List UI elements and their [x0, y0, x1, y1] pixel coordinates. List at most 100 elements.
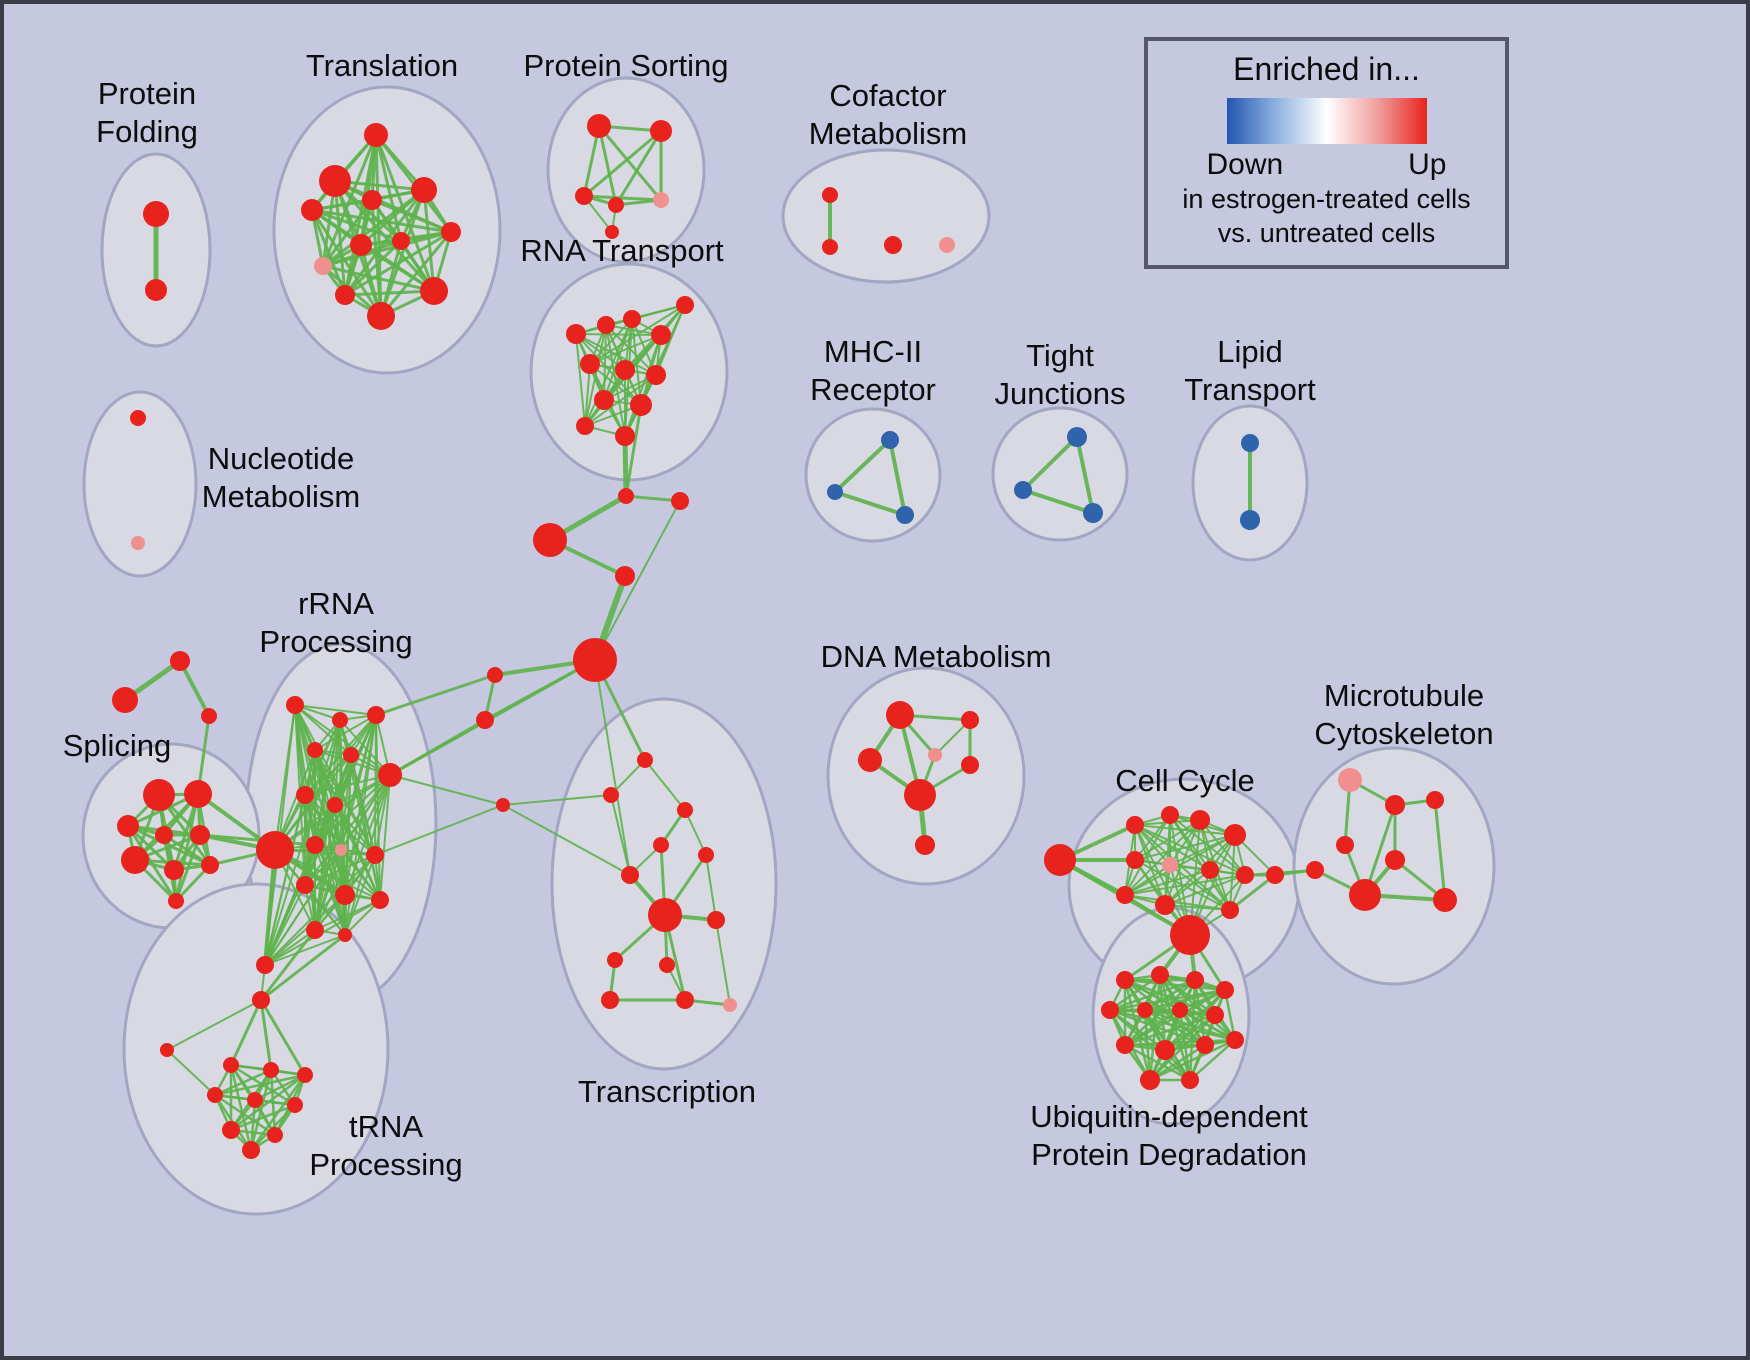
- gene-set-node-86[interactable]: [698, 847, 714, 863]
- gene-set-node-87[interactable]: [648, 898, 682, 932]
- gene-set-node-52[interactable]: [286, 696, 304, 714]
- gene-set-node-123[interactable]: [1116, 971, 1134, 989]
- gene-set-node-124[interactable]: [1151, 966, 1169, 984]
- gene-set-node-77[interactable]: [287, 1097, 303, 1113]
- gene-set-node-35[interactable]: [615, 566, 635, 586]
- gene-set-node-2[interactable]: [364, 123, 388, 147]
- gene-set-node-111[interactable]: [1155, 895, 1175, 915]
- gene-set-node-132[interactable]: [1155, 1040, 1175, 1060]
- gene-set-node-147[interactable]: [1241, 434, 1259, 452]
- gene-set-node-95[interactable]: [961, 711, 979, 729]
- gene-set-node-51[interactable]: [168, 893, 184, 909]
- gene-set-node-13[interactable]: [335, 285, 355, 305]
- gene-set-node-85[interactable]: [621, 866, 639, 884]
- gene-set-node-44[interactable]: [184, 780, 212, 808]
- gene-set-node-19[interactable]: [605, 225, 619, 239]
- gene-set-node-41[interactable]: [112, 687, 138, 713]
- gene-set-node-131[interactable]: [1116, 1036, 1134, 1054]
- gene-set-node-110[interactable]: [1116, 886, 1134, 904]
- gene-set-node-99[interactable]: [904, 779, 936, 811]
- gene-set-node-119[interactable]: [1349, 879, 1381, 911]
- gene-set-node-53[interactable]: [332, 712, 348, 728]
- gene-set-node-76[interactable]: [247, 1092, 263, 1108]
- gene-set-node-75[interactable]: [207, 1087, 223, 1103]
- gene-set-node-72[interactable]: [223, 1057, 239, 1073]
- gene-set-node-59[interactable]: [327, 797, 343, 813]
- gene-set-node-16[interactable]: [575, 187, 593, 205]
- gene-set-node-0[interactable]: [143, 201, 169, 227]
- gene-set-node-71[interactable]: [160, 1043, 174, 1057]
- gene-set-node-112[interactable]: [1170, 915, 1210, 955]
- gene-set-node-88[interactable]: [707, 911, 725, 929]
- gene-set-node-144[interactable]: [1067, 427, 1087, 447]
- gene-set-node-64[interactable]: [296, 876, 314, 894]
- gene-set-node-116[interactable]: [1385, 795, 1405, 815]
- gene-set-node-18[interactable]: [653, 192, 669, 208]
- gene-set-node-68[interactable]: [338, 928, 352, 942]
- gene-set-node-31[interactable]: [615, 426, 635, 446]
- gene-set-node-105[interactable]: [1224, 824, 1246, 846]
- gene-set-node-139[interactable]: [884, 236, 902, 254]
- gene-set-node-106[interactable]: [1126, 851, 1144, 869]
- gene-set-node-82[interactable]: [603, 787, 619, 803]
- gene-set-node-40[interactable]: [170, 651, 190, 671]
- gene-set-node-92[interactable]: [676, 991, 694, 1009]
- gene-set-node-120[interactable]: [1433, 888, 1457, 912]
- gene-set-node-50[interactable]: [201, 856, 219, 874]
- gene-set-node-67[interactable]: [306, 921, 324, 939]
- gene-set-node-94[interactable]: [886, 701, 914, 729]
- gene-set-node-78[interactable]: [222, 1121, 240, 1139]
- gene-set-node-142[interactable]: [827, 484, 843, 500]
- gene-set-node-93[interactable]: [723, 998, 737, 1012]
- gene-set-node-107[interactable]: [1162, 857, 1178, 873]
- gene-set-node-60[interactable]: [256, 831, 294, 869]
- gene-set-node-48[interactable]: [121, 846, 149, 874]
- gene-set-node-9[interactable]: [350, 234, 372, 256]
- gene-set-node-100[interactable]: [915, 835, 935, 855]
- gene-set-node-74[interactable]: [297, 1067, 313, 1083]
- gene-set-node-81[interactable]: [637, 752, 653, 768]
- gene-set-node-4[interactable]: [301, 199, 323, 221]
- gene-set-node-98[interactable]: [961, 756, 979, 774]
- gene-set-node-122[interactable]: [1426, 791, 1444, 809]
- gene-set-node-137[interactable]: [822, 187, 838, 203]
- gene-set-node-12[interactable]: [367, 302, 395, 330]
- gene-set-node-42[interactable]: [201, 708, 217, 724]
- gene-set-node-70[interactable]: [252, 991, 270, 1009]
- gene-set-node-49[interactable]: [164, 860, 184, 880]
- gene-set-node-121[interactable]: [1306, 861, 1324, 879]
- gene-set-node-39[interactable]: [496, 798, 510, 812]
- gene-set-node-109[interactable]: [1236, 866, 1254, 884]
- gene-set-node-65[interactable]: [335, 885, 355, 905]
- gene-set-node-104[interactable]: [1190, 810, 1210, 830]
- gene-set-node-1[interactable]: [145, 279, 167, 301]
- gene-set-node-34[interactable]: [533, 523, 567, 557]
- gene-set-node-138[interactable]: [822, 239, 838, 255]
- gene-set-node-37[interactable]: [487, 667, 503, 683]
- gene-set-node-129[interactable]: [1172, 1002, 1188, 1018]
- gene-set-node-45[interactable]: [117, 815, 139, 837]
- gene-set-node-36[interactable]: [573, 638, 617, 682]
- gene-set-node-125[interactable]: [1186, 971, 1204, 989]
- gene-set-node-73[interactable]: [263, 1062, 279, 1078]
- gene-set-node-114[interactable]: [1266, 866, 1284, 884]
- gene-set-node-84[interactable]: [653, 837, 669, 853]
- gene-set-node-27[interactable]: [646, 365, 666, 385]
- gene-set-node-127[interactable]: [1101, 1001, 1119, 1019]
- gene-set-node-133[interactable]: [1196, 1036, 1214, 1054]
- gene-set-node-126[interactable]: [1216, 981, 1234, 999]
- gene-set-node-11[interactable]: [420, 277, 448, 305]
- gene-set-node-108[interactable]: [1201, 861, 1219, 879]
- gene-set-node-128[interactable]: [1137, 1002, 1153, 1018]
- gene-set-node-7[interactable]: [441, 222, 461, 242]
- gene-set-node-66[interactable]: [371, 891, 389, 909]
- gene-set-node-149[interactable]: [130, 410, 146, 426]
- gene-set-node-23[interactable]: [651, 325, 671, 345]
- gene-set-node-143[interactable]: [896, 506, 914, 524]
- gene-set-node-134[interactable]: [1226, 1031, 1244, 1049]
- gene-set-node-117[interactable]: [1336, 836, 1354, 854]
- gene-set-node-141[interactable]: [881, 431, 899, 449]
- gene-set-node-25[interactable]: [580, 354, 600, 374]
- gene-set-node-63[interactable]: [366, 846, 384, 864]
- gene-set-node-113[interactable]: [1221, 901, 1239, 919]
